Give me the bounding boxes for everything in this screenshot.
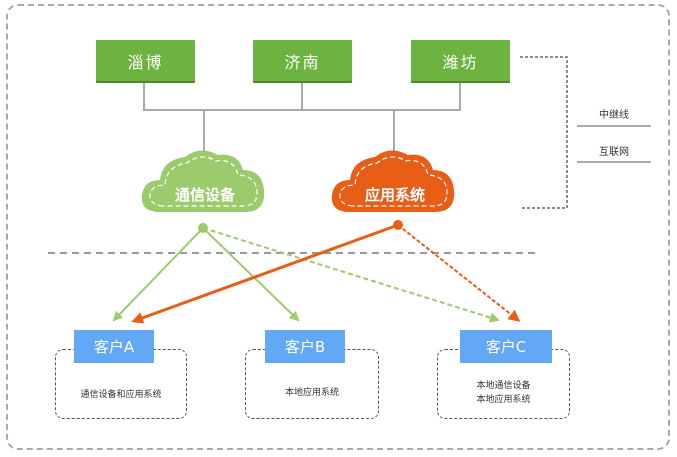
client-a-header: 客户A <box>74 330 154 363</box>
cloud-application <box>331 150 455 212</box>
city-connectors <box>143 82 461 152</box>
arrow-orange-to-c <box>397 224 521 322</box>
client-c-desc: 本地通信设备 本地应用系统 <box>437 379 570 407</box>
cloud-communication <box>141 150 265 212</box>
legend-internet-line <box>577 161 651 163</box>
arrow-green-to-b <box>202 227 300 322</box>
client-b-desc: 本地应用系统 <box>284 388 339 398</box>
node-green <box>198 223 208 233</box>
arrow-green-to-a <box>112 227 204 322</box>
legend-internet-label: 互联网 <box>599 147 629 158</box>
client-b-header: 客户B <box>265 330 345 363</box>
legend-bracket <box>520 56 568 209</box>
cloud-communication-label: 通信设备 <box>174 186 235 204</box>
arrows <box>112 220 521 324</box>
node-orange <box>393 220 403 230</box>
client-a-desc: 通信设备和应用系统 <box>80 390 162 400</box>
client-c-desc-line-2: 本地应用系统 <box>476 395 531 405</box>
city-weifang: 潍坊 <box>411 40 510 81</box>
client-c-header: 客户C <box>460 330 552 363</box>
city-jinan: 济南 <box>253 40 352 81</box>
arrow-orange-to-a <box>131 223 399 324</box>
city-zibo: 淄博 <box>96 40 195 81</box>
client-c-desc-line-1: 本地通信设备 <box>476 381 531 391</box>
legend-trunk-label: 中继线 <box>599 110 629 121</box>
diagram-border <box>6 4 670 450</box>
arrow-green-to-c <box>202 227 500 323</box>
cloud-application-label: 应用系统 <box>364 186 425 204</box>
legend-trunk-line <box>577 125 651 127</box>
